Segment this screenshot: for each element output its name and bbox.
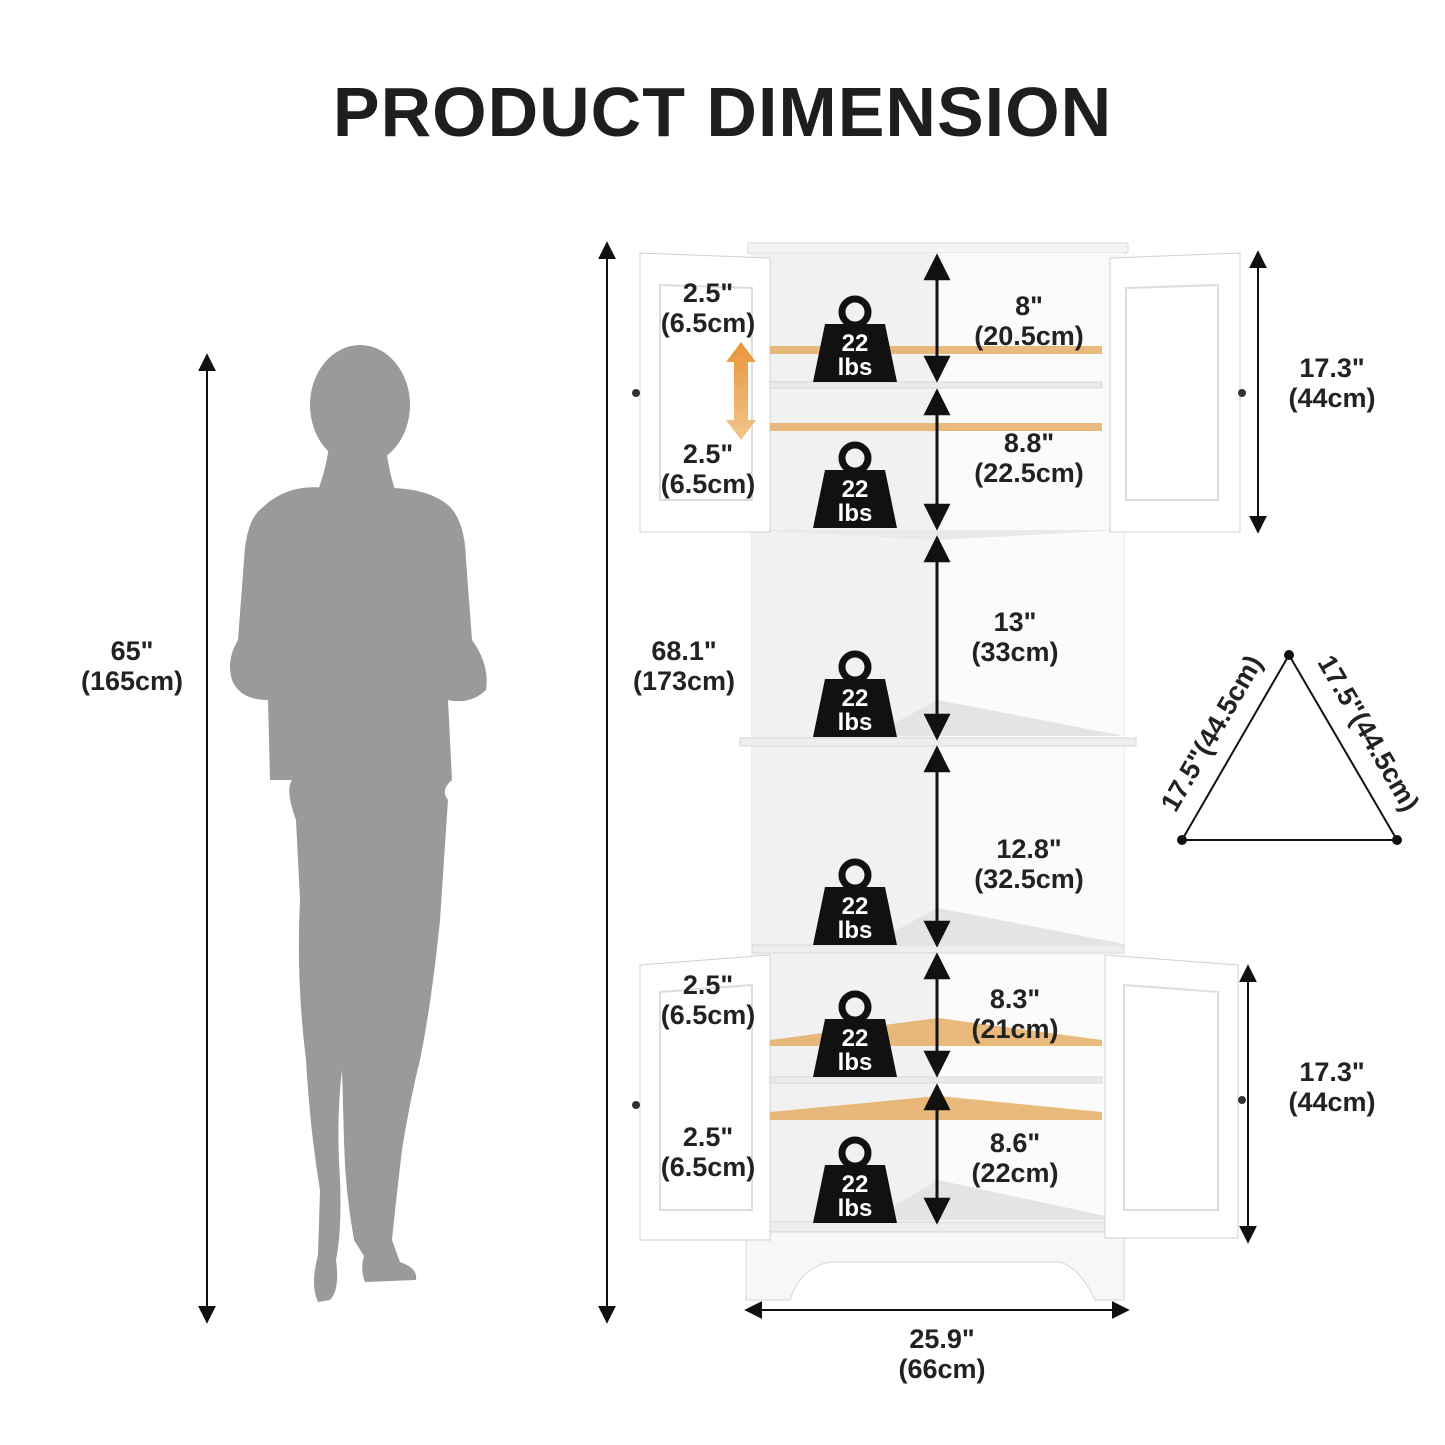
compartment-height-label: 8.3"(21cm): [971, 984, 1059, 1044]
shelf-adjust-label: 2.5"(6.5cm): [660, 970, 756, 1030]
shelf-adjust-label: 2.5"(6.5cm): [660, 439, 756, 499]
weight-icons: [813, 295, 897, 1223]
compartment-height-label: 8.8"(22.5cm): [974, 428, 1084, 488]
lower-cabinet-height-label: 17.3"(44cm): [1288, 1057, 1376, 1117]
compartment-height-label: 8"(20.5cm): [974, 291, 1084, 351]
shelf-adjust-label: 2.5"(6.5cm): [660, 1122, 756, 1182]
lower-right-door: [1104, 954, 1239, 1239]
upper-left-door: [639, 252, 771, 533]
person-height-label: 65"(165cm): [80, 636, 184, 696]
person-silhouette: [230, 345, 487, 1302]
compartment-height-label: 12.8"(32.5cm): [974, 834, 1084, 894]
compartment-height-label: 13"(33cm): [971, 607, 1059, 667]
triangle-footprint: [1177, 650, 1402, 845]
total-height-label: 68.1"(173cm): [632, 636, 736, 696]
upper-right-door: [1109, 252, 1241, 533]
adjust-arrow-icon: [726, 342, 756, 440]
lower-left-door: [639, 954, 771, 1241]
shelf-adjust-label: 2.5"(6.5cm): [660, 278, 756, 338]
total-width-label: 25.9"(66cm): [898, 1324, 986, 1384]
compartment-height-label: 8.6"(22cm): [971, 1128, 1059, 1188]
upper-cabinet-height-label: 17.3"(44cm): [1288, 353, 1376, 413]
corner-cabinet: [632, 242, 1246, 1301]
page-title: PRODUCT DIMENSION: [332, 73, 1113, 151]
